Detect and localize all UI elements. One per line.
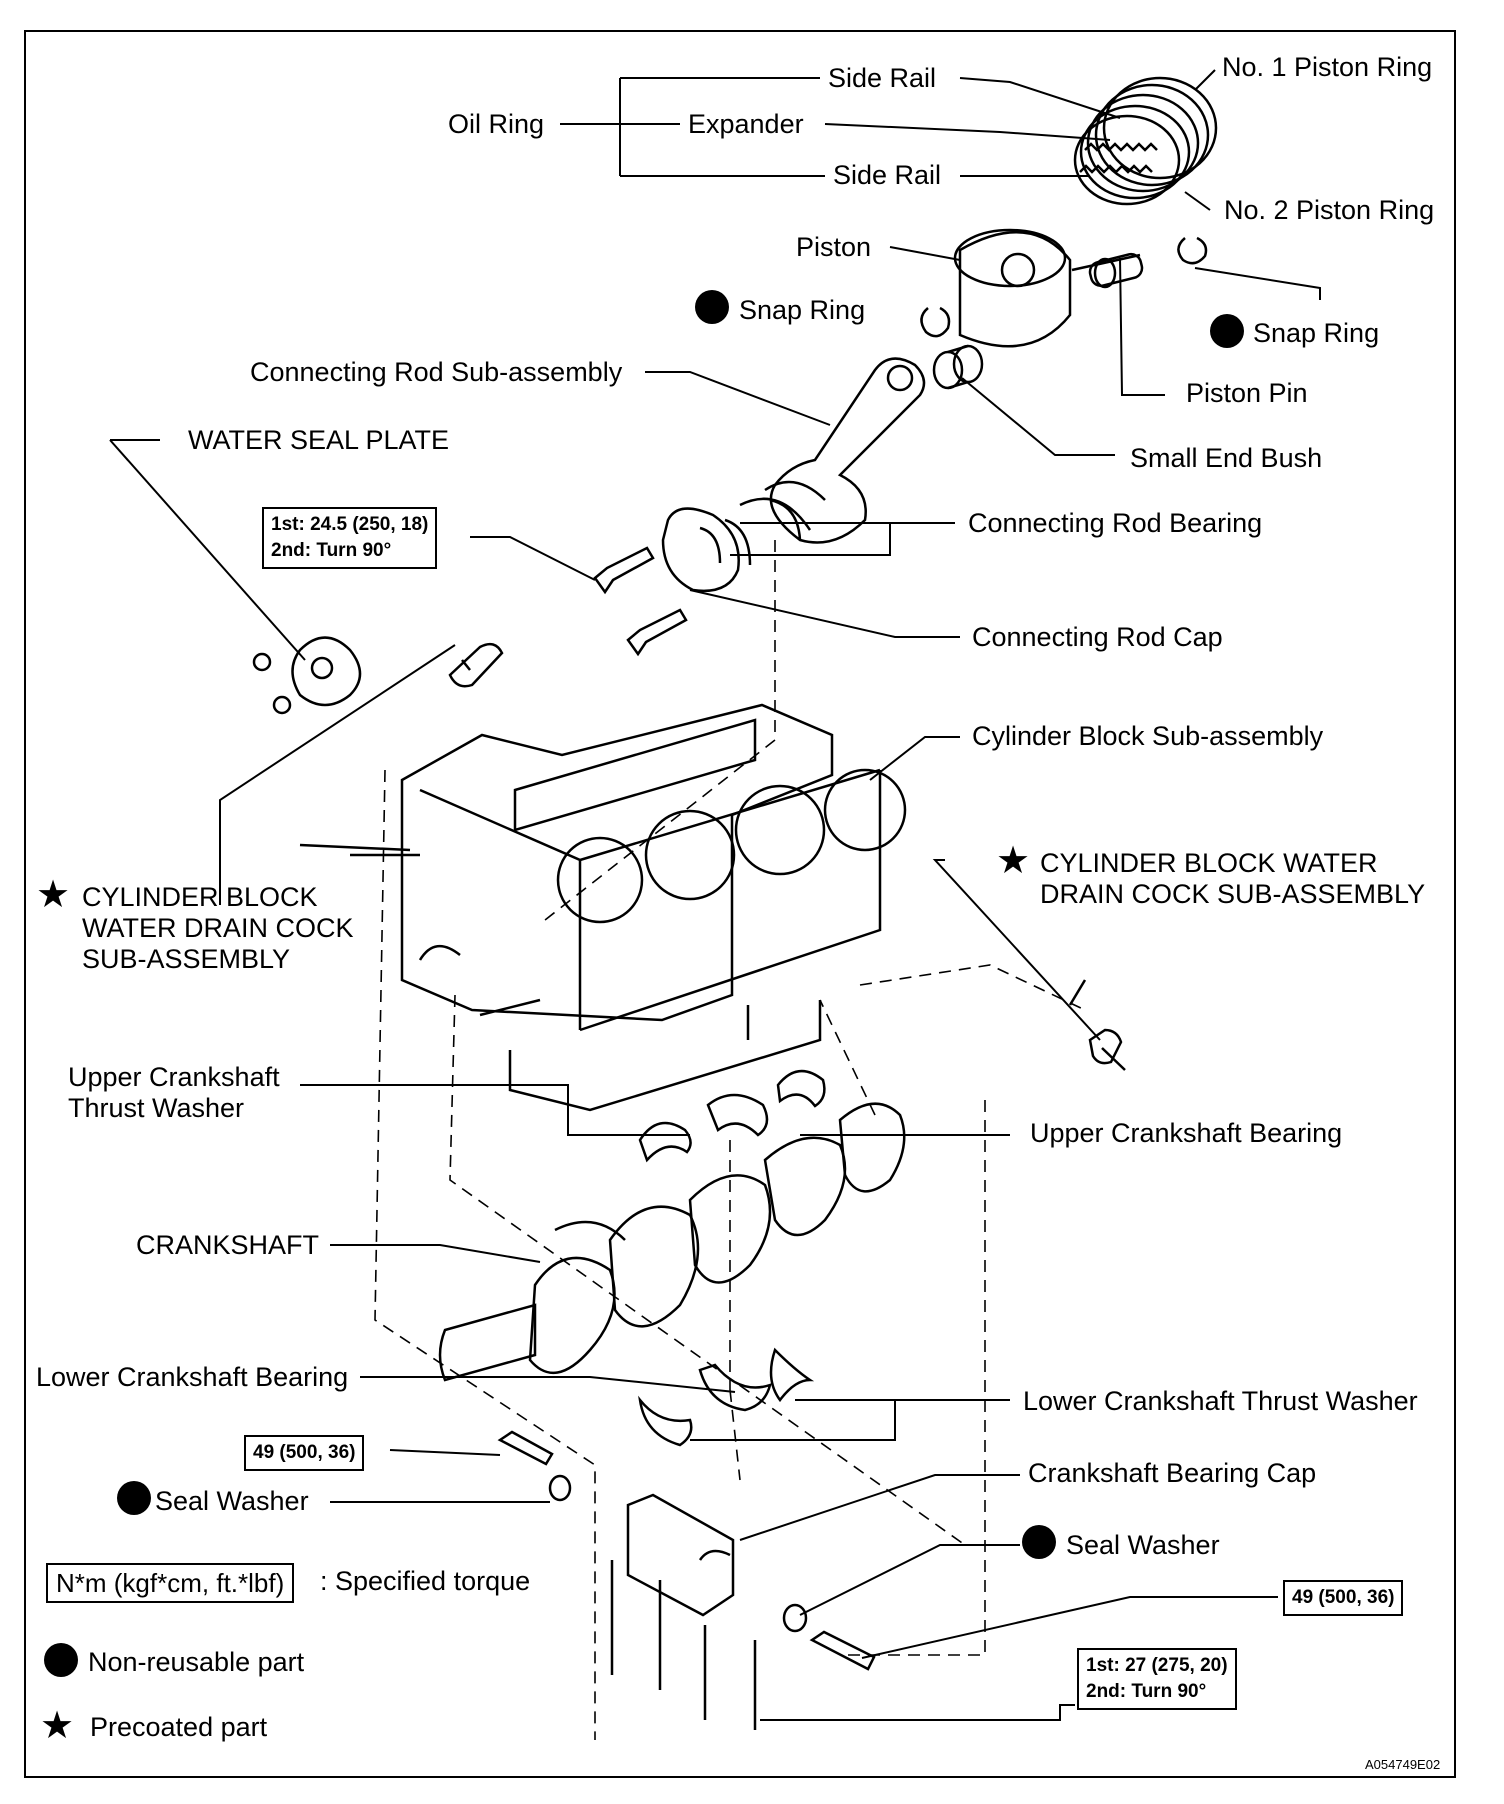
dashed-alignment: [374, 540, 1086, 1740]
label-oil-ring: Oil Ring: [448, 109, 545, 139]
legend-non-reusable-icon: [44, 1643, 78, 1677]
torque-cap-bolt: 1st: 27 (275, 20) 2nd: Turn 90°: [1077, 1648, 1237, 1710]
lower-crank-bearings: [638, 1347, 815, 1447]
torque-seal-bolt-right: 49 (500, 36): [1283, 1580, 1404, 1616]
label-upper-bearing: Upper Crankshaft Bearing: [1030, 1118, 1343, 1148]
label-small-end-bush: Small End Bush: [1130, 443, 1323, 473]
label-crankshaft: CRANKSHAFT: [136, 1230, 320, 1260]
legend-torque-desc: : Specified torque: [320, 1566, 531, 1596]
seal-washers: [497, 1430, 876, 1671]
label-drain-cock-right: CYLINDER BLOCK WATER DRAIN COCK SUB-ASSE…: [1040, 848, 1426, 909]
crank-bearing-cap: [610, 1493, 757, 1730]
left-drain-cock: [448, 642, 504, 688]
label-piston: Piston: [796, 232, 872, 262]
label-upper-thrust-washer: Upper Crankshaft Thrust Washer: [68, 1062, 280, 1123]
rod-cap: [661, 498, 802, 593]
label-snap-ring-left: Snap Ring: [739, 295, 866, 325]
legend-precoated-star-icon: ★: [40, 1705, 75, 1747]
diagram-frame: [24, 30, 1456, 1778]
label-expander: Expander: [688, 109, 804, 139]
label-rod-cap: Connecting Rod Cap: [972, 622, 1223, 652]
label-snap-ring-right: Snap Ring: [1253, 318, 1380, 348]
torque-cap-bolt-step2: 2nd: Turn 90°: [1086, 1681, 1207, 1702]
label-rod-bearing: Connecting Rod Bearing: [968, 508, 1263, 538]
label-side-rail-top: Side Rail: [828, 63, 937, 93]
label-water-seal-plate: WATER SEAL PLATE: [188, 425, 450, 455]
precoated-star-icon: ★: [996, 840, 1031, 882]
torque-rod-cap-step2: 2nd: Turn 90°: [271, 540, 392, 561]
label-seal-washer-left: Seal Washer: [155, 1486, 309, 1516]
snap-ring-small-right: [1177, 236, 1208, 265]
label-no1-piston-ring: No. 1 Piston Ring: [1222, 52, 1433, 82]
label-drain-cock-left: CYLINDER BLOCK WATER DRAIN COCK SUB-ASSE…: [82, 882, 354, 974]
snap-ring-small-left: [920, 306, 951, 338]
label-piston-pin: Piston Pin: [1186, 378, 1308, 408]
legend-torque-box: N*m (kgf*cm, ft.*lbf): [46, 1563, 295, 1603]
label-lower-thrust-washer: Lower Crankshaft Thrust Washer: [1023, 1386, 1418, 1416]
upper-crank-bearings: [638, 1070, 826, 1163]
non-reusable-marker: [695, 290, 729, 324]
cylinder-block: [299, 703, 1087, 1112]
connecting-rod: [739, 357, 926, 544]
label-connecting-rod: Connecting Rod Sub-assembly: [250, 357, 623, 387]
label-side-rail-bottom: Side Rail: [833, 160, 942, 190]
legend-non-reusable: Non-reusable part: [88, 1647, 305, 1677]
non-reusable-marker: [1210, 314, 1244, 348]
water-seal-plate: [252, 636, 362, 715]
small-end-bush: [932, 344, 984, 390]
figure-code: A054749E02: [1365, 1757, 1441, 1772]
leader-lines: [109, 69, 1321, 1721]
right-drain-cock: [1088, 1028, 1126, 1071]
label-lower-bearing: Lower Crankshaft Bearing: [36, 1362, 349, 1392]
label-no2-piston-ring: No. 2 Piston Ring: [1224, 195, 1435, 225]
torque-rod-cap-step1: 1st: 24.5 (250, 18): [271, 514, 429, 535]
precoated-star-icon: ★: [36, 874, 71, 916]
label-seal-washer-right: Seal Washer: [1066, 1530, 1220, 1560]
torque-rod-cap: 1st: 24.5 (250, 18) 2nd: Turn 90°: [262, 507, 438, 569]
torque-seal-bolt-left: 49 (500, 36): [244, 1435, 365, 1471]
non-reusable-marker: [1022, 1525, 1056, 1559]
piston: [953, 228, 1144, 348]
rod-bolts: [593, 546, 688, 657]
crankshaft: [438, 1102, 906, 1382]
oil-ring-bracket: [560, 77, 825, 177]
legend-precoated: Precoated part: [90, 1712, 268, 1742]
piston-rings: [1073, 76, 1218, 206]
label-cylinder-block: Cylinder Block Sub-assembly: [972, 721, 1324, 751]
label-bearing-cap: Crankshaft Bearing Cap: [1028, 1458, 1317, 1488]
non-reusable-marker: [117, 1481, 151, 1515]
torque-cap-bolt-step1: 1st: 27 (275, 20): [1086, 1655, 1228, 1676]
